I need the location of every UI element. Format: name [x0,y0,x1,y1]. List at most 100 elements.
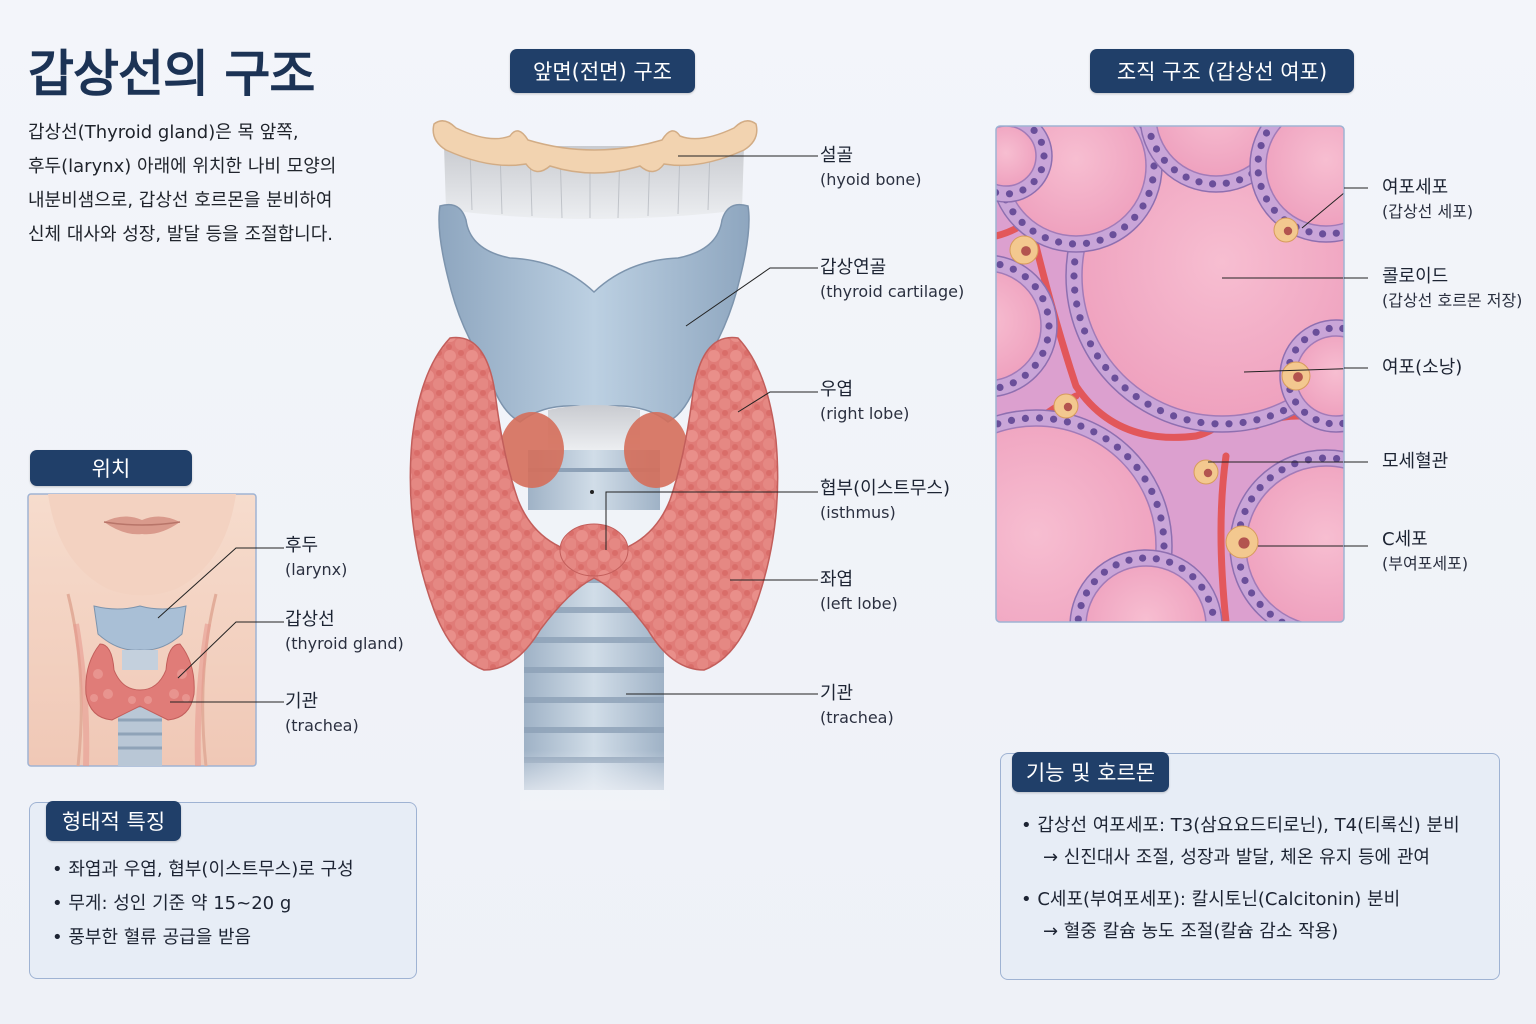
cell-nucleus [1090,578,1098,586]
cell-nucleus [1262,129,1271,137]
cell-nucleus [1257,142,1265,150]
cell-nucleus [1248,495,1256,503]
cell-nucleus [1178,680,1185,687]
cell-nucleus [1096,236,1104,244]
cell-nucleus [1139,690,1146,697]
cell-nucleus [1333,630,1340,637]
cell-nucleus [1378,124,1385,131]
follicle [1249,95,1396,243]
c-cell-nucleus [1203,468,1213,478]
cell-nucleus [1133,463,1141,471]
cell-nucleus [1021,273,1029,281]
cell-nucleus [1055,86,1062,93]
cell-nucleus [1383,606,1390,613]
cell-nucleus [1209,636,1216,643]
cell-nucleus [1197,418,1205,427]
cell-nucleus [1325,324,1333,333]
cell-nucleus [1239,418,1247,427]
cell-nucleus [1383,479,1390,486]
cell-nucleus [1141,475,1149,483]
cell-nucleus [1281,109,1288,116]
tissue-label-capillary: 모세혈관 [1382,451,1449,472]
cell-nucleus [1178,564,1186,572]
cell-nucleus [1037,138,1045,146]
cell-nucleus [1150,162,1158,170]
cell-nucleus [1293,101,1300,108]
cell-nucleus [1102,363,1110,372]
cell-nucleus [968,384,975,391]
cell-nucleus [1333,455,1341,463]
cell-nucleus [1070,272,1078,280]
cell-nucleus [1319,95,1326,102]
cell-nucleus [1077,602,1085,610]
cell-nucleus [1356,217,1363,224]
cell-nucleus [1035,414,1044,422]
cell-nucleus [1360,231,1367,238]
cell-nucleus [1153,690,1160,697]
cell-nucleus [1364,336,1371,343]
follicle [996,115,1053,203]
cell-nucleus [1400,583,1407,590]
cell-nucleus [1333,95,1340,102]
c-cell-nucleus [1021,246,1031,256]
cell-nucleus [1021,371,1029,379]
cell-nucleus [1009,208,1017,216]
cell-nucleus [946,448,953,455]
follicle [926,254,1058,398]
cell-nucleus [946,637,953,644]
cell-nucleus [1195,178,1203,186]
cell-nucleus [1364,300,1371,307]
location-label-thyroid: 갑상선(thyroid gland) [285,609,404,653]
cell-nucleus [1113,443,1121,451]
intro-line: 내분비샘으로, 갑상선 호르몬을 분비하여 [28,190,333,211]
cell-nucleus [1121,101,1128,108]
cell-nucleus [1157,514,1165,522]
page-title: 갑상선의 구조 [28,45,315,103]
cell-nucleus [1082,239,1091,247]
cell-nucleus [927,615,934,622]
cell-nucleus [1112,561,1120,569]
cell-nucleus [1042,91,1049,98]
cell-nucleus [1356,327,1363,334]
cell-nucleus [1364,409,1371,416]
cell-nucleus [1131,111,1138,118]
cell-nucleus [933,362,940,369]
cell-nucleus [1339,324,1344,333]
cell-nucleus [1279,407,1288,415]
function-detail: → 혈중 칼슘 농도 조절(칼슘 감소 작용) [1043,921,1339,942]
cell-nucleus [1102,650,1109,657]
cell-nucleus [1006,115,1013,122]
cell-nucleus [1090,657,1097,664]
cell-nucleus [1125,556,1133,564]
cell-nucleus [1139,554,1147,562]
cell-nucleus [1144,400,1152,408]
cell-nucleus [1237,563,1245,571]
feature-item: • 좌엽과 우엽, 협부(이스트무스)로 구성 [52,859,354,880]
cell-nucleus [1305,629,1312,636]
cell-nucleus [1102,435,1110,443]
cell-nucleus [1253,416,1261,424]
feature-item: • 풍부한 혈류 공급을 받음 [52,927,252,948]
cell-nucleus [1350,340,1357,347]
cell-nucleus [1039,349,1047,357]
cell-nucleus [1256,484,1264,492]
cell-nucleus [1114,641,1121,648]
cell-nucleus [1257,182,1265,190]
cell-nucleus [1301,408,1309,416]
cell-nucleus [1152,555,1160,563]
cell-nucleus [1241,576,1249,585]
cell-nucleus [926,350,933,357]
larynx-small [93,605,187,651]
cell-nucleus [1152,145,1161,153]
cell-nucleus [1113,684,1120,691]
cell-nucleus [1009,117,1016,124]
cell-nucleus [1124,632,1131,639]
cell-nucleus [936,458,943,465]
cell-nucleus [905,535,912,542]
cell-nucleus [1291,625,1298,632]
cell-nucleus [1222,179,1230,187]
cell-nucleus [1205,649,1212,656]
hyoid-bone [432,120,758,174]
cell-nucleus [1389,149,1396,156]
tissue-heading: 조직 구조 (갑상선 여포) [1090,49,1354,93]
